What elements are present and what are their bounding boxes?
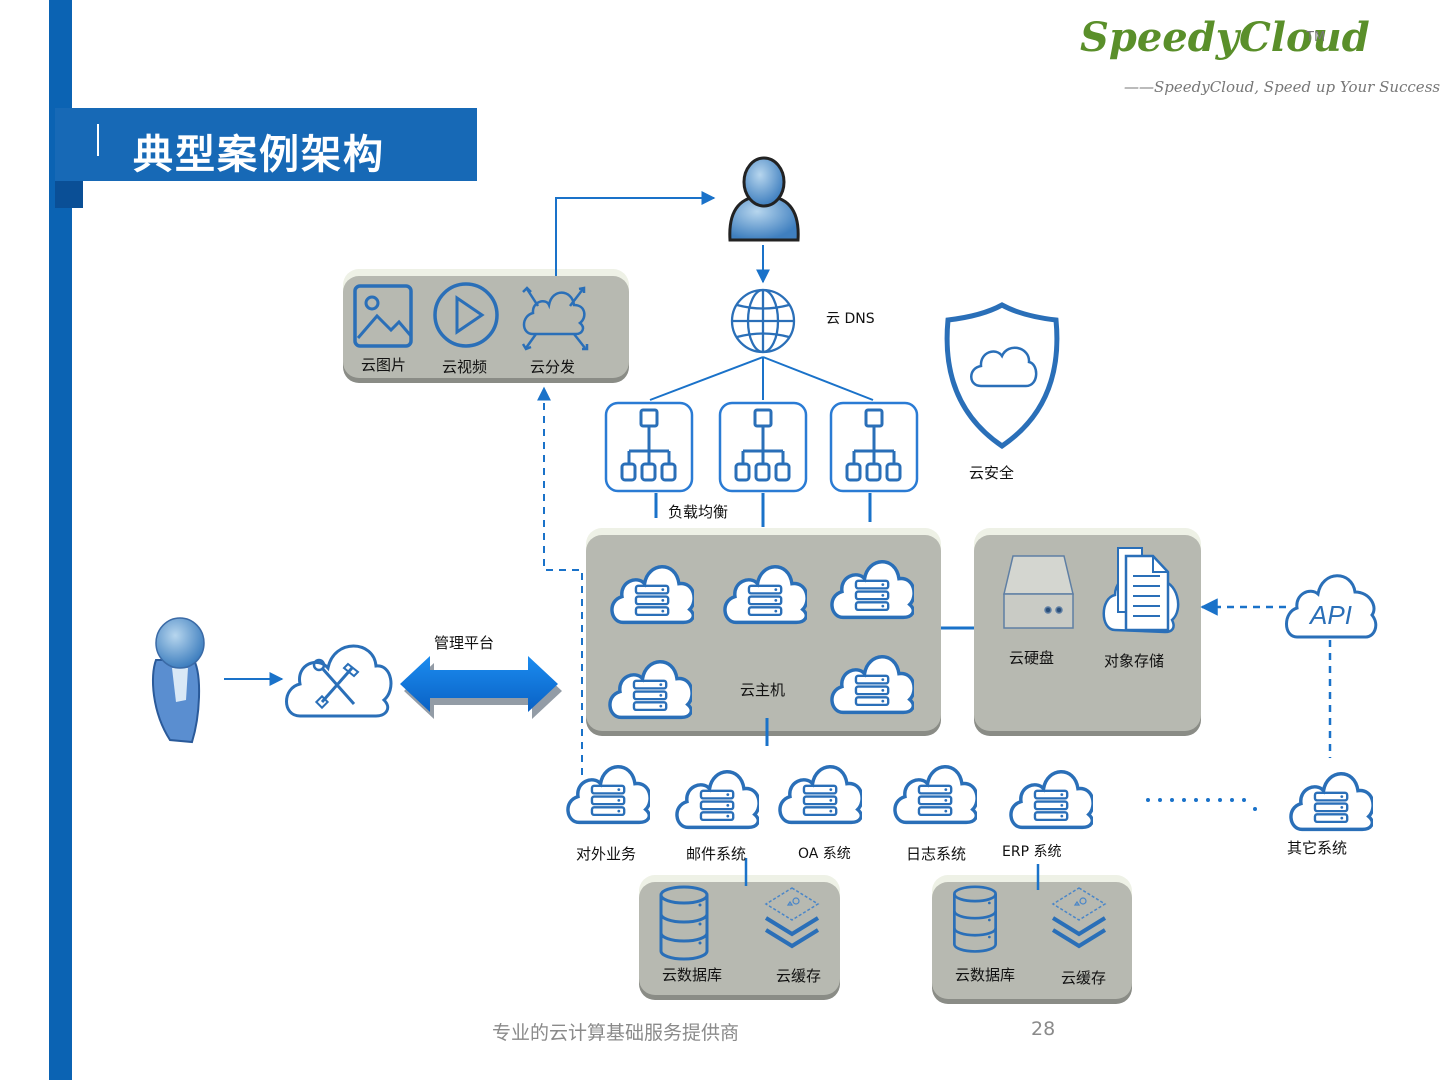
dashed-connectors [537, 386, 1332, 775]
media-video-label: 云视频 [442, 358, 488, 376]
media-distribution-label: 云分发 [530, 358, 576, 376]
object-storage-label: 对象存储 [1104, 652, 1165, 670]
logo-trademark: TM [1306, 30, 1326, 45]
system-log-label: 日志系统 [906, 845, 967, 863]
system-erp-label: ERP 系统 [1002, 844, 1062, 860]
database-icon [659, 885, 709, 961]
load-balancer-icon [604, 401, 694, 493]
cloud-server-icon [830, 560, 914, 620]
play-icon [433, 282, 499, 348]
footer-text: 专业的云计算基础服务提供商 [492, 1022, 740, 1044]
layers-icon [764, 886, 820, 948]
cache-right-label: 云缓存 [1061, 969, 1107, 987]
security-label: 云安全 [969, 464, 1015, 482]
system-other-label: 其它系统 [1287, 839, 1348, 857]
cloud-server-icon [830, 655, 914, 715]
logo-slogan: ——SpeedyCloud, Speed up Your Success ! [1124, 78, 1440, 96]
ellipsis-dots [1146, 798, 1257, 811]
left-accent-bar [49, 0, 72, 1080]
cloud-server-icon [1009, 770, 1093, 830]
page-title: 典型案例架构 [133, 132, 385, 178]
cloud-server-icon [566, 765, 650, 825]
shield-cloud-icon [944, 302, 1060, 450]
cloud-tools-icon [285, 644, 393, 718]
cloud-server-icon [675, 770, 759, 830]
cache-left-label: 云缓存 [776, 967, 822, 985]
system-external-label: 对外业务 [576, 845, 637, 863]
cloud-server-icon [778, 765, 862, 825]
db-left-label: 云数据库 [662, 966, 723, 984]
user-icon [728, 156, 800, 242]
cloud-server-icon [610, 565, 694, 625]
media-image-label: 云图片 [361, 356, 407, 374]
globe-icon [730, 288, 796, 354]
cloud-server-icon [1289, 772, 1373, 832]
connector-lines [224, 191, 1040, 890]
title-band [55, 108, 477, 181]
system-oa-label: OA 系统 [798, 846, 851, 862]
load-balance-label: 负载均衡 [668, 503, 729, 521]
title-fold [55, 181, 83, 208]
logo-wordmark: SpeedyCloud [1080, 14, 1370, 61]
cloud-server-icon [608, 660, 692, 720]
image-icon [353, 284, 413, 348]
load-balancer-icon [718, 401, 808, 493]
system-mail-label: 邮件系统 [686, 845, 747, 863]
api-label: API [1308, 600, 1352, 630]
document-icon [1102, 547, 1180, 634]
dns-label: 云 DNS [826, 311, 875, 327]
cloud-server-icon [893, 765, 977, 825]
disk-label: 云硬盘 [1009, 649, 1055, 667]
load-balancer-icon [829, 401, 919, 493]
page-number: 28 [1031, 1018, 1056, 1040]
cloud-server-icon [723, 565, 807, 625]
double-arrow-icon [400, 656, 562, 719]
admin-user-icon [151, 617, 205, 744]
database-icon [952, 885, 998, 953]
title-tick [97, 124, 99, 156]
disk-icon [1003, 555, 1074, 629]
host-label: 云主机 [740, 681, 786, 699]
layers-icon [1051, 886, 1107, 948]
db-right-label: 云数据库 [955, 966, 1016, 984]
management-label: 管理平台 [434, 634, 495, 652]
cloud-distribution-icon [521, 286, 589, 351]
api-cloud-icon [1285, 574, 1378, 639]
